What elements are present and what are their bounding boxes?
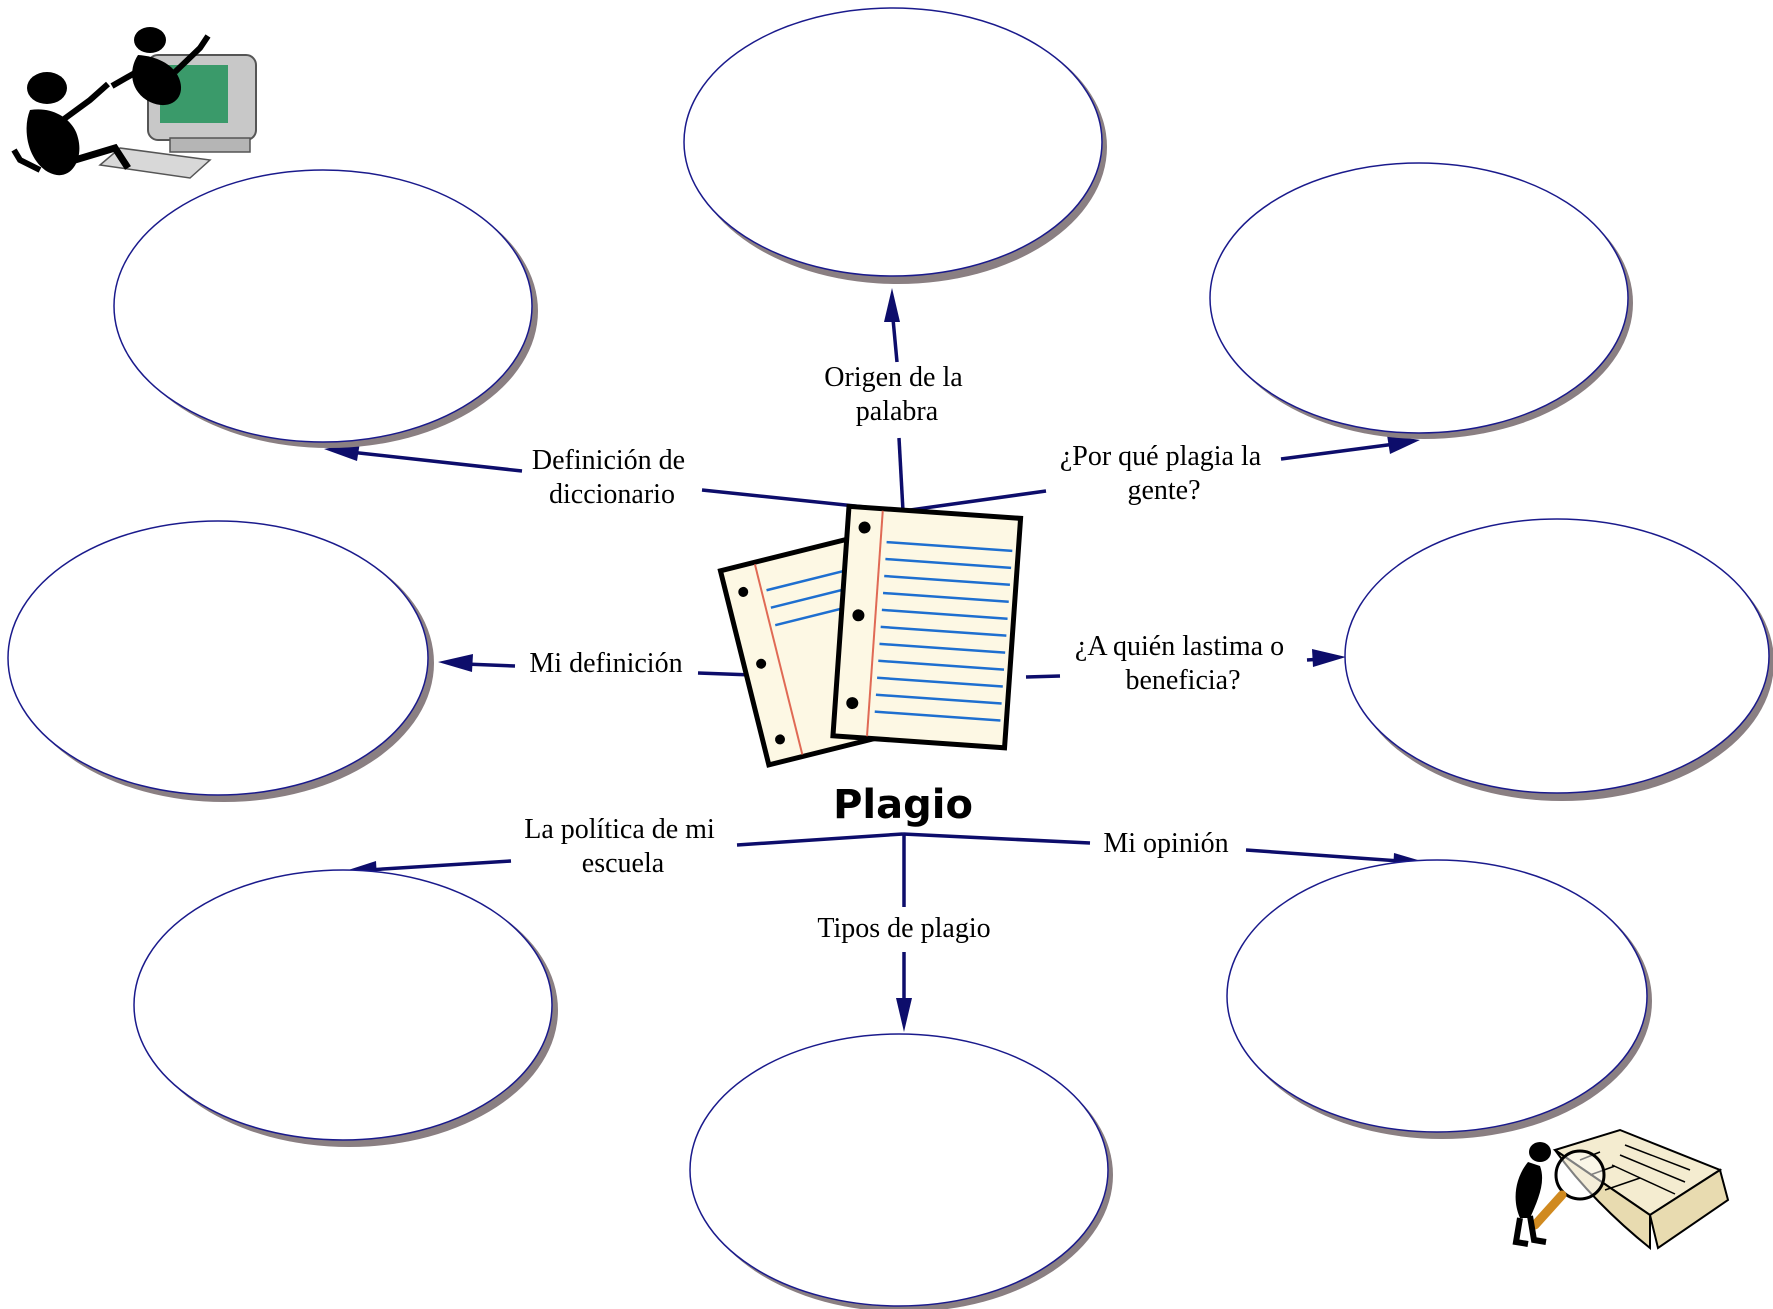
connector-opinion-to-bubble — [1245, 848, 1401, 863]
connector-mi-definicion-to-bubble — [464, 662, 516, 668]
people-at-computer-icon — [11, 27, 257, 179]
label-origen-palabra: Origen de la palabra — [824, 362, 969, 427]
bubbles — [7, 7, 1773, 1309]
connector-bottom-hub-to-opinion — [902, 832, 1091, 845]
label-mi-definicion: Mi definición — [529, 648, 682, 679]
person-reading-book-icon — [1512, 1128, 1730, 1251]
bubble-a-quien-lastima[interactable] — [1344, 518, 1773, 801]
label-definicion-diccionario: Definición de diccionario — [532, 445, 692, 510]
bubble-origen-palabra[interactable] — [683, 7, 1107, 284]
bubble-definicion-diccionario[interactable] — [113, 169, 538, 448]
label-tipos-plagio: Tipos de plagio — [817, 913, 990, 944]
connector-bottom-hub-to-politica — [736, 832, 904, 847]
bubble-por-que-plagia[interactable] — [1209, 162, 1633, 439]
arrowhead-tipos — [896, 998, 912, 1032]
connector-definicion-to-bubble — [349, 450, 523, 473]
label-politica-escuela: La política de mi escuela — [524, 814, 722, 879]
label-por-que-plagia: ¿Por qué plagia la gente? — [1060, 441, 1268, 506]
arrowhead-porque — [1387, 435, 1420, 454]
arrowhead-a-quien — [1312, 649, 1346, 667]
arrowhead-origen — [884, 288, 900, 322]
label-a-quien-lastima: ¿A quién lastima o beneficia? — [1075, 631, 1291, 696]
arrowhead-mi-definicion — [438, 654, 473, 672]
branch-labels: Definición de diccionario Origen de la p… — [524, 362, 1291, 944]
connector-hub-to-origen-lower — [897, 437, 905, 512]
bubble-tipos-plagio[interactable] — [689, 1033, 1113, 1309]
connector-politica-to-bubble — [367, 859, 512, 872]
connector-paper-to-a-quien — [1025, 674, 1061, 679]
connector-hub-to-porque — [902, 489, 1047, 513]
connector-porque-to-bubble — [1280, 442, 1396, 461]
bubble-politica-escuela[interactable] — [133, 869, 558, 1147]
label-mi-opinion: Mi opinión — [1103, 828, 1228, 859]
bubble-mi-definicion[interactable] — [7, 520, 434, 802]
bubble-mi-opinion[interactable] — [1226, 859, 1652, 1139]
notebook-paper-icon — [717, 503, 1024, 768]
central-topic-title: Plagio — [833, 782, 973, 828]
